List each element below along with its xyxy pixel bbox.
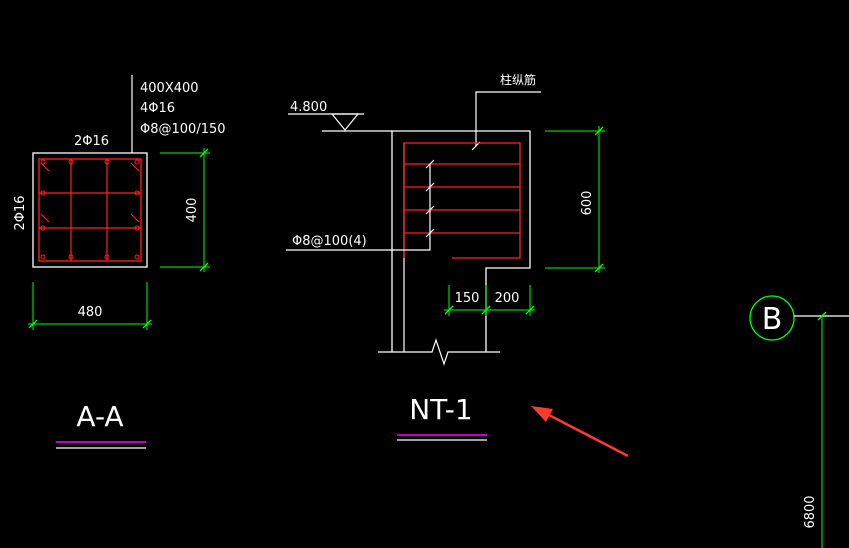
aa-column-outline — [32, 152, 148, 268]
aa-rebar-dot — [40, 190, 46, 196]
aa-top-bars-label: 2Φ16 — [74, 134, 109, 149]
nt1-stirrup-leader — [286, 164, 431, 251]
nt1-column-bar-leader — [475, 91, 541, 146]
aa-rebar-dot — [40, 254, 46, 260]
section-aa: 400X400 4Φ16 Φ8@100/150 2Φ16 2Φ16 — [13, 75, 226, 449]
aa-main-bars-label: 4Φ16 — [140, 101, 175, 116]
nt1-main-rebar — [403, 142, 521, 259]
nt1-elevation-label: 4.800 — [290, 100, 327, 115]
aa-hook-3 — [130, 213, 140, 223]
aa-rebar-dot — [68, 159, 74, 165]
aa-rebar-dot — [134, 225, 140, 231]
nt1-stirrup-tick — [425, 228, 435, 238]
nt1-stirrup-tick — [425, 159, 435, 169]
nt1-break-line — [378, 338, 500, 366]
nt1-elevation-triangle — [330, 113, 360, 131]
nt1-concrete-outline — [391, 130, 531, 352]
axis-b-bubble — [749, 295, 795, 341]
aa-rebar-dot — [40, 159, 46, 165]
nt1-dim-left-text: 150 — [455, 291, 480, 306]
aa-side-bars-label: 2Φ16 — [13, 195, 28, 230]
nt1-width-dimension — [444, 285, 535, 316]
axis-b-label: B — [762, 302, 783, 337]
aa-hook-2 — [130, 162, 140, 172]
red-annotation-arrow — [531, 406, 629, 458]
axis-dim-tick — [817, 311, 827, 321]
nt1-column-bar-label: 柱纵筋 — [500, 72, 536, 87]
aa-size-label: 400X400 — [140, 81, 199, 96]
aa-stirrup — [38, 158, 142, 262]
aa-rebar-dot — [68, 254, 74, 260]
aa-rebar-dot — [104, 254, 110, 260]
nt1-dim-right-text: 200 — [495, 291, 520, 306]
nt1-title: NT-1 — [409, 393, 472, 426]
axis-dim-6800-text: 6800 — [803, 495, 818, 528]
nt1-stirrup-label: Φ8@100(4) — [292, 234, 367, 249]
nt1-stirrup-tick — [425, 182, 435, 192]
aa-height-dimension — [160, 148, 210, 272]
nt1-stirrup-tick — [425, 205, 435, 215]
aa-title: A-A — [76, 400, 123, 433]
nt1-height-dimension — [545, 126, 605, 273]
aa-rebar-dot — [40, 225, 46, 231]
nt1-height-dim-text: 600 — [580, 191, 595, 216]
aa-width-dim-text: 480 — [78, 305, 103, 320]
aa-rebar-dot — [134, 254, 140, 260]
aa-height-dim-text: 400 — [185, 198, 200, 223]
aa-stirrup-label: Φ8@100/150 — [140, 122, 226, 137]
grid-axis: B 6800 — [749, 295, 849, 548]
aa-rebar-dot — [134, 159, 140, 165]
aa-rebar-dot — [134, 190, 140, 196]
aa-width-dimension — [28, 282, 152, 330]
aa-hook-4 — [40, 213, 50, 223]
nt1-detail: 4.800 柱纵筋 Φ8@100(4) — [286, 72, 605, 441]
aa-rebar-dot — [104, 159, 110, 165]
